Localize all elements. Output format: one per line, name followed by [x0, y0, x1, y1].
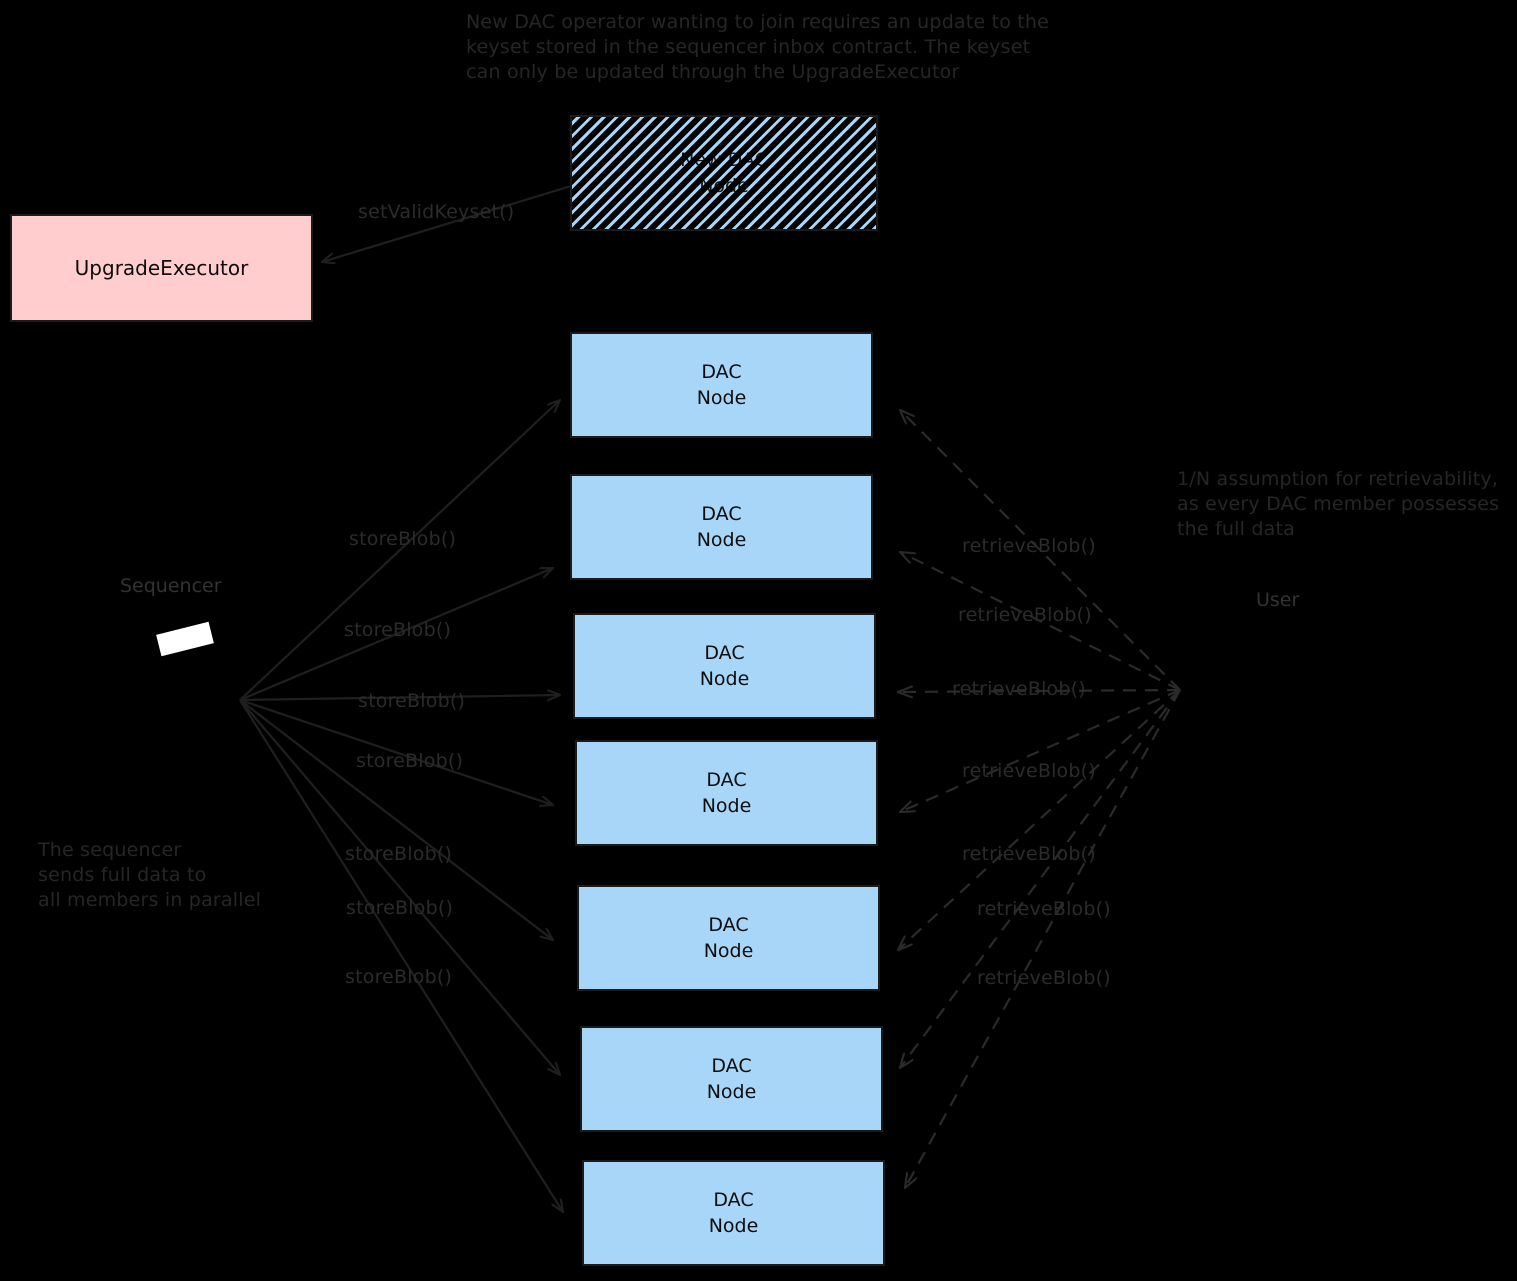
dac-node-line2: Node [708, 1215, 759, 1237]
edge-group-retrieve-blob [898, 410, 1181, 1188]
edge-label-retrieve-blob-3: retrieveBlob() [952, 678, 1086, 700]
edge-label-retrieve-blob-1: retrieveBlob() [962, 535, 1096, 557]
dac-node-line1: DAC [713, 1189, 754, 1211]
dac-node-box-6[interactable]: DAC Node [580, 1026, 883, 1132]
upgrade-executor-box[interactable]: UpgradeExecutor [10, 214, 313, 322]
dac-node-box-3[interactable]: DAC Node [573, 613, 876, 719]
dac-node-line2: Node [703, 940, 754, 962]
annotation-parallel-note: The sequencer sends full data to all mem… [38, 839, 262, 911]
dac-node-line1: DAC [706, 769, 747, 791]
dac-node-line2: Node [696, 387, 747, 409]
dac-node-box-5[interactable]: DAC Node [577, 885, 880, 991]
new-dac-node-box[interactable]: New DAC Node [570, 115, 878, 231]
dac-node-line1: DAC [701, 503, 742, 525]
dac-node-line1: DAC [704, 642, 745, 664]
edge-label-retrieve-blob-4: retrieveBlob() [962, 760, 1096, 782]
edge-label-store-blob-4: storeBlob() [356, 750, 464, 772]
edge-group-store-blob [239, 400, 563, 1212]
edge-store-blob-4 [239, 698, 553, 805]
edge-label-store-blob-3: storeBlob() [358, 690, 466, 712]
edge-label-store-blob-6: storeBlob() [346, 897, 454, 919]
edge-label-store-blob-7: storeBlob() [345, 966, 453, 988]
edge-label-retrieve-blob-5: retrieveBlob() [962, 843, 1096, 865]
edge-retrieve-blob-2 [900, 552, 1181, 691]
dac-node-line1: DAC [711, 1055, 752, 1077]
edge-label-set-valid-keyset: setValidKeyset() [358, 201, 515, 223]
dac-node-line2: Node [706, 1081, 757, 1103]
edge-store-blob-2 [239, 568, 553, 702]
edge-store-blob-7 [239, 699, 563, 1212]
edge-retrieve-blob-3 [898, 690, 1181, 692]
dac-node-box-2[interactable]: DAC Node [570, 474, 873, 580]
new-dac-node-line1: New DAC [680, 149, 768, 171]
edge-label-store-blob-1: storeBlob() [349, 528, 457, 550]
edge-label-store-blob-2: storeBlob() [344, 619, 452, 641]
annotation-keyset-note: New DAC operator wanting to join require… [466, 11, 1050, 83]
annotation-retrievability-note: 1/N assumption for retrievability, as ev… [1177, 468, 1500, 540]
dac-node-box-7[interactable]: DAC Node [582, 1160, 885, 1266]
new-dac-node-line2: Node [699, 175, 749, 197]
dac-node-line1: DAC [701, 361, 742, 383]
edge-label-store-blob-5: storeBlob() [345, 843, 453, 865]
edge-label-retrieve-blob-7: retrieveBlob() [977, 967, 1111, 989]
edge-set-valid-keyset [322, 184, 572, 262]
edge-retrieve-blob-7 [905, 689, 1181, 1188]
dac-node-line2: Node [699, 668, 750, 690]
sequencer-label: Sequencer [120, 575, 222, 597]
edge-store-blob-5 [239, 699, 553, 940]
edge-label-retrieve-blob-2: retrieveBlob() [958, 604, 1092, 626]
dac-node-box-4[interactable]: DAC Node [575, 740, 878, 846]
upgrade-executor-label: UpgradeExecutor [74, 256, 249, 280]
dac-node-line2: Node [696, 529, 747, 551]
dac-node-line1: DAC [708, 914, 749, 936]
edge-retrieve-blob-6 [900, 689, 1181, 1068]
user-label: User [1256, 589, 1300, 611]
edge-store-blob-1 [239, 400, 560, 701]
edge-store-blob-6 [239, 699, 560, 1075]
dac-node-line2: Node [701, 795, 752, 817]
edge-store-blob-3 [239, 695, 560, 700]
dac-node-box-1[interactable]: DAC Node [570, 332, 873, 438]
edge-retrieve-blob-5 [898, 689, 1181, 950]
edge-retrieve-blob-4 [900, 688, 1181, 812]
edge-label-retrieve-blob-6: retrieveBlob() [977, 898, 1111, 920]
